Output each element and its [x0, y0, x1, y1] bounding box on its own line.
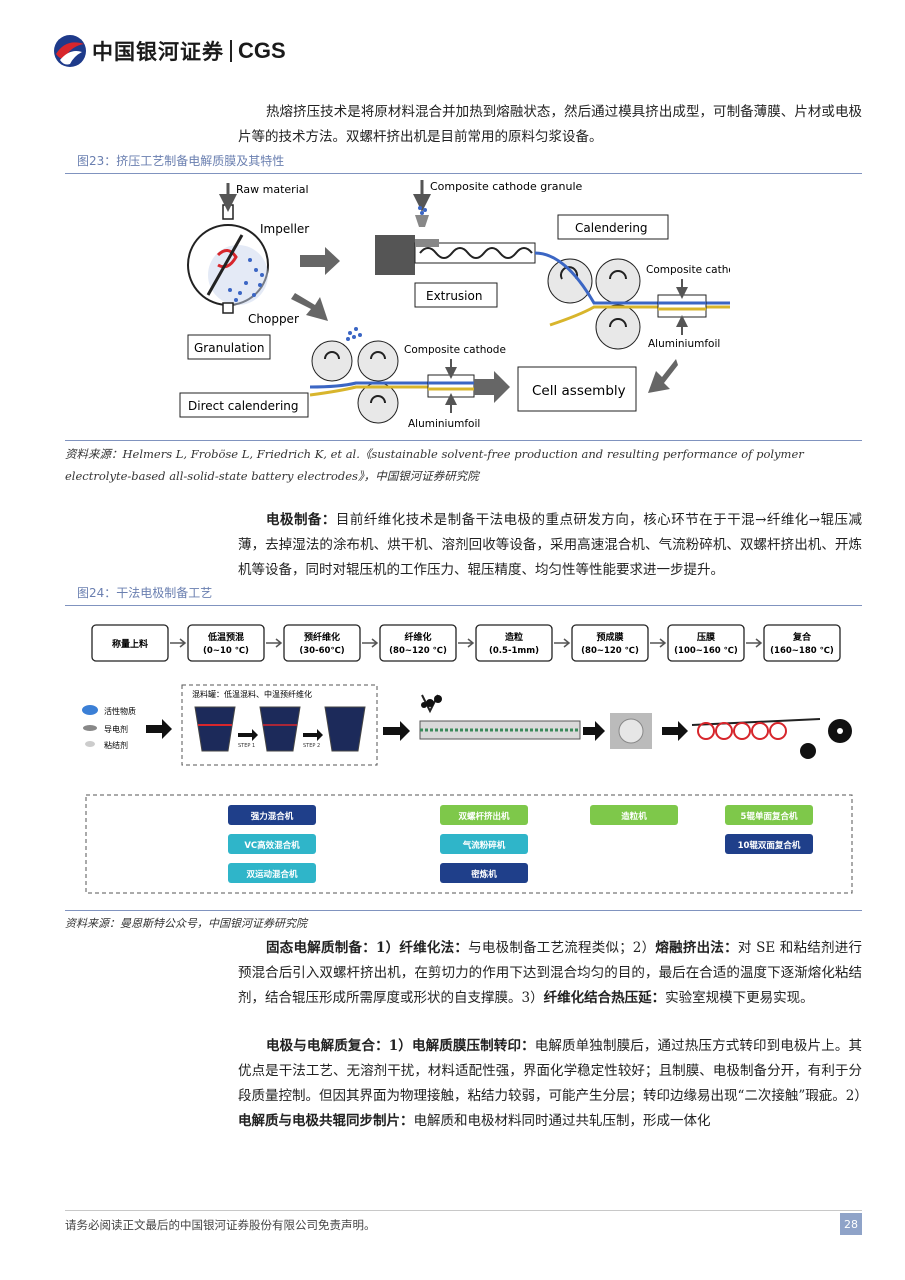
process-arrow — [266, 638, 283, 648]
p3-text3: 实验室规模下更易实现。 — [665, 990, 814, 1006]
process-step-name: 纤维化 — [404, 631, 431, 643]
process-step-name: 低温预混 — [207, 631, 244, 643]
equipment-label: 造粒机 — [621, 811, 647, 822]
paragraph-solid-electrolyte: 固态电解质制备：1）纤维化法：与电极制备工艺流程类似；2）熔融挤出法：对 SE … — [238, 936, 862, 1011]
paragraph-electrode-electrolyte: 电极与电解质复合：1）电解质膜压制转印：电解质单独制膜后，通过热压方式转印到电极… — [238, 1034, 868, 1134]
label-cell-assembly: Cell assembly — [532, 383, 626, 399]
process-step-box — [475, 624, 553, 662]
label-composite-cathode-bottom: Composite cathode — [404, 344, 506, 356]
process-step-name: 复合 — [792, 631, 812, 643]
logo-english-name: CGS — [238, 38, 286, 63]
p4-text1: 电解质单独制膜后，通过热压方式转印到电极片上。其优点是干法工艺、无溶剂干扰，材料… — [238, 1038, 868, 1104]
label-composite-granule: Composite cathode granule — [430, 180, 582, 193]
page-footer: 请务必阅读正文最后的中国银河证券股份有限公司免责声明。 28 — [65, 1210, 862, 1236]
p3-lead1: 固态电解质制备：1）纤维化法： — [266, 940, 469, 956]
process-arrow — [458, 638, 475, 648]
equipment-label: 5辊单面复合机 — [741, 811, 798, 822]
material-binder: 粘结剂 — [104, 740, 128, 750]
equipment-badge — [725, 805, 813, 825]
process-step-box — [379, 624, 457, 662]
equipment-label: 密炼机 — [470, 869, 497, 880]
equipment-badge — [228, 834, 316, 854]
figure24-title: 图24：干法电极制备工艺 — [65, 584, 862, 606]
p4-lead1: 电极与电解质复合：1）电解质膜压制转印： — [266, 1038, 535, 1054]
logo-separator — [230, 40, 232, 62]
equipment-badge — [440, 805, 528, 825]
process-step-detail: (0~10 ℃) — [203, 646, 249, 656]
process-arrow — [650, 638, 667, 648]
process-arrow — [554, 638, 571, 648]
process-step-detail: (80~120 ℃) — [389, 646, 447, 656]
galaxy-logo-icon — [54, 35, 86, 67]
process-step-box — [571, 624, 649, 662]
process-step-detail: (0.5-1mm) — [489, 646, 539, 656]
p3-text1: 与电极制备工艺流程类似；2） — [468, 940, 656, 956]
label-impeller: Impeller — [260, 222, 309, 236]
equipment-badge — [228, 863, 316, 883]
step1-label: STEP 1 — [238, 743, 255, 749]
label-extrusion: Extrusion — [426, 289, 482, 303]
process-step-box — [91, 624, 169, 662]
equipment-label: 10辊双面复合机 — [738, 840, 801, 851]
p2-lead: 电极制备： — [266, 512, 336, 528]
process-step-name: 预纤维化 — [304, 631, 340, 643]
process-step-box — [187, 624, 265, 662]
page-number: 28 — [840, 1213, 862, 1235]
footer-disclaimer: 请务必阅读正文最后的中国银河证券股份有限公司免责声明。 — [65, 1218, 376, 1232]
p3-lead3: 纤维化结合热压延： — [543, 990, 666, 1006]
process-arrow — [170, 638, 187, 648]
p3-text2: 对 SE 和粘结剂进行预混合后引入双螺杆挤出机，在剪切力的作用下达到混合均匀的目… — [238, 940, 862, 1006]
process-step-detail: (100~160 ℃) — [674, 646, 738, 656]
equipment-label: 双螺杆挤出机 — [458, 811, 510, 822]
equipment-label: 双运动混合机 — [246, 869, 298, 880]
figure23-title: 图23：挤压工艺制备电解质膜及其特性 — [65, 152, 862, 174]
equipment-label: 强力混合机 — [251, 811, 294, 822]
p4-lead2: 电解质与电极共辊同步制片： — [238, 1113, 414, 1129]
process-arrow — [362, 638, 379, 648]
material-active: 活性物质 — [104, 706, 136, 716]
equipment-badge — [590, 805, 678, 825]
figure24-diagram: 称量上料 低温预混 (0~10 ℃) 预纤维化 (30-60℃) 纤维化 (80~120 ℃… — [80, 615, 860, 903]
equipment-label: 气流粉碎机 — [462, 840, 506, 851]
figure24-source: 资料来源：曼恩斯特公众号，中国银河证券研究院 — [65, 910, 862, 935]
equipment-label: VC高效混合机 — [244, 840, 300, 851]
mix-tank-label: 混料罐：低温混料、中温预纤维化 — [192, 689, 312, 699]
process-step-detail: (160~180 ℃) — [770, 646, 834, 656]
label-raw-material: Raw material — [236, 183, 309, 196]
label-aluminiumfoil-bottom: Aluminiumfoil — [408, 418, 480, 430]
material-conductive: 导电剂 — [104, 724, 128, 734]
process-step-name: 预成膜 — [596, 631, 624, 643]
process-step-box — [763, 624, 841, 662]
equipment-badge — [228, 805, 316, 825]
figure23-diagram: Raw material Impeller Chopper Granulatio… — [170, 175, 730, 433]
p2-body: 目前纤维化技术是制备干法电极的重点研发方向，核心环节在于干混→纤维化→辊压减薄，… — [238, 512, 863, 578]
figure23-source: 资料来源：Helmers L, Froböse L, Friedrich K, … — [65, 440, 862, 487]
process-step-name: 造粒 — [505, 631, 523, 643]
process-step-name: 压膜 — [697, 631, 716, 643]
logo-chinese-name: 中国银河证券 — [92, 40, 224, 64]
label-composite-cathode-right: Composite cathode — [646, 264, 730, 276]
label-direct-calendering: Direct calendering — [188, 399, 299, 413]
process-step-box — [667, 624, 745, 662]
p4-text2: 电解质和电极材料同时通过共轧压制，形成一体化 — [413, 1113, 711, 1129]
label-calendering: Calendering — [575, 221, 648, 235]
label-aluminiumfoil-right: Aluminiumfoil — [648, 338, 720, 350]
company-logo: 中国银河证券 CGS — [52, 34, 286, 68]
p3-lead2: 熔融挤出法： — [655, 940, 738, 956]
process-step-detail: (80~120 ℃) — [581, 646, 639, 656]
equipment-badge — [440, 834, 528, 854]
paragraph-hot-melt: 热熔挤压技术是将原材料混合并加热到熔融状态，然后通过模具挤出成型，可制备薄膜、片… — [238, 104, 862, 145]
equipment-badge — [725, 834, 813, 854]
process-step-box — [283, 624, 361, 662]
label-chopper: Chopper — [248, 312, 299, 326]
process-arrow — [746, 638, 763, 648]
step2-label: STEP 2 — [303, 743, 320, 749]
equipment-badge — [440, 863, 528, 883]
process-step-name: 称量上料 — [112, 638, 148, 650]
label-granulation: Granulation — [194, 341, 264, 355]
paragraph-electrode-prep: 电极制备：目前纤维化技术是制备干法电极的重点研发方向，核心环节在于干混→纤维化→… — [238, 508, 862, 583]
process-step-detail: (30-60℃) — [299, 646, 344, 656]
